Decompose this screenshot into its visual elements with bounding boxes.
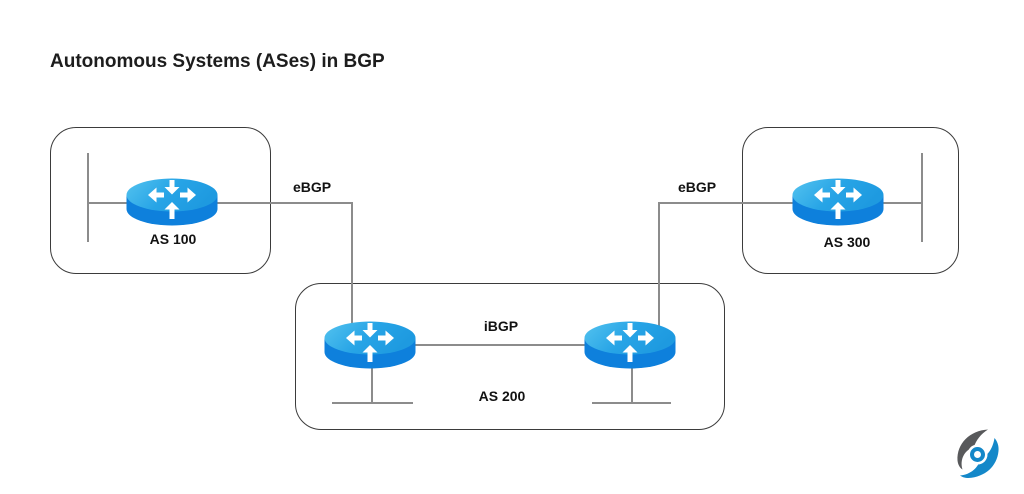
ebgp-left-label: eBGP <box>292 179 332 195</box>
diagram-title: Autonomous Systems (ASes) in BGP <box>50 51 385 72</box>
as100-boundary-box <box>50 127 271 274</box>
as200-boundary-box <box>295 283 725 430</box>
brand-logo-icon <box>957 429 999 478</box>
as300-boundary-box <box>742 127 959 274</box>
as300-label: AS 300 <box>823 234 871 250</box>
ebgp-right-label: eBGP <box>677 179 717 195</box>
as100-label: AS 100 <box>149 231 197 247</box>
ibgp-label: iBGP <box>483 318 519 334</box>
as200-label: AS 200 <box>478 388 526 404</box>
